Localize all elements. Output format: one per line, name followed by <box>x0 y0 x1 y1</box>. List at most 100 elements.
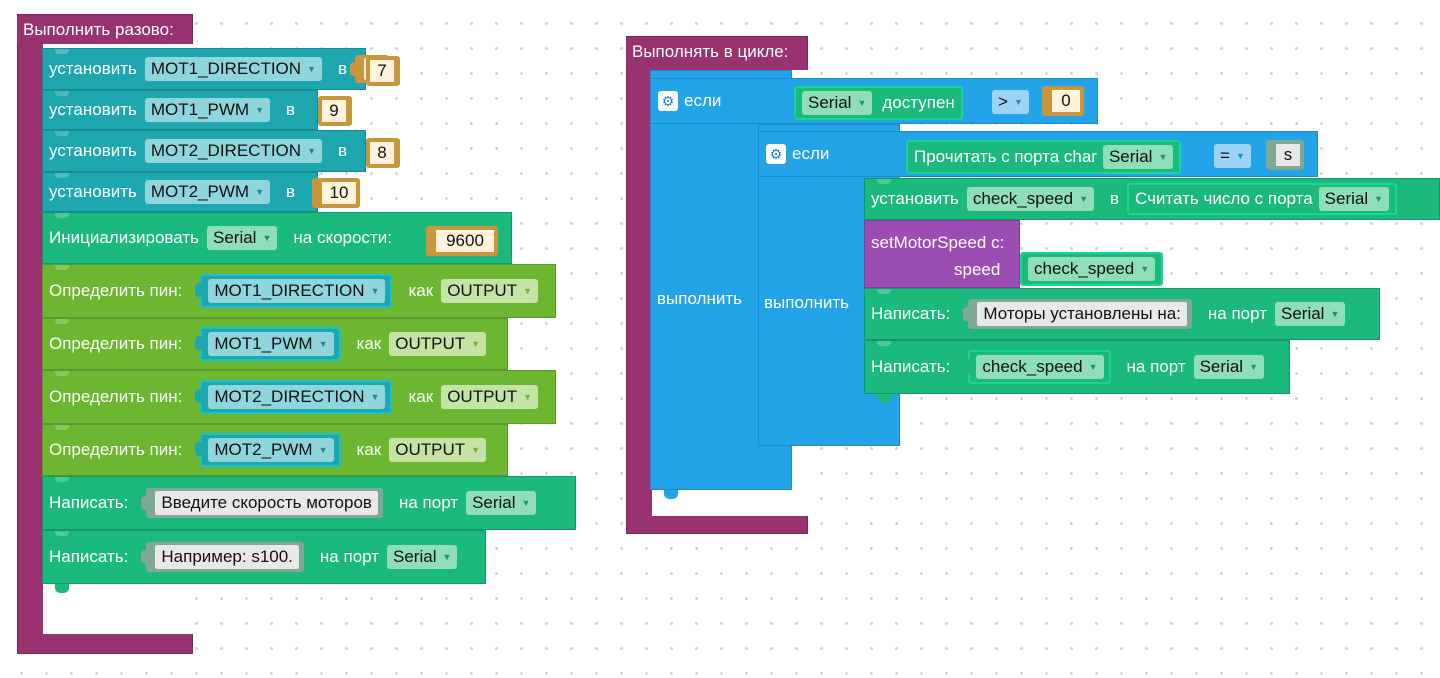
pin-mode-block[interactable]: Определить пин: MOT2_DIRECTION▼ как OUTP… <box>42 370 556 424</box>
number-value[interactable]: 0 <box>1052 90 1080 112</box>
to-port-label: на порт <box>319 547 380 566</box>
chevron-down-icon: ▼ <box>1013 97 1023 107</box>
pin-mode-dropdown[interactable]: OUTPUT▼ <box>389 438 487 462</box>
char-value[interactable]: s <box>1276 144 1300 166</box>
number-value[interactable]: 10 <box>322 182 356 204</box>
serial-port-dropdown[interactable]: Serial▼ <box>802 91 873 115</box>
to-port-label: на порт <box>1126 357 1186 376</box>
as-keyword: как <box>408 281 434 300</box>
serial-print-block[interactable]: Написать: Введите скорость моторов на по… <box>42 476 576 530</box>
number-value[interactable]: 9 <box>322 100 346 122</box>
text-block[interactable]: Введите скорость моторов <box>141 488 383 518</box>
block-connector <box>878 394 892 403</box>
set-motor-speed-block[interactable] <box>864 220 1020 288</box>
variable-dropdown[interactable]: check_speed▼ <box>976 355 1104 379</box>
serial-port-dropdown[interactable]: Serial▼ <box>1193 355 1264 379</box>
operator-dropdown[interactable]: >▼ <box>992 90 1029 114</box>
variable-block[interactable]: check_speed▼ <box>963 350 1111 384</box>
block-connector <box>55 584 69 593</box>
chevron-down-icon: ▼ <box>1330 309 1340 319</box>
set-block-mot2-pwm[interactable]: установить MOT2_PWM▼ в <box>42 172 318 212</box>
as-keyword: как <box>356 334 382 353</box>
variable-dropdown[interactable]: check_speed▼ <box>966 187 1094 211</box>
chevron-down-icon: ▼ <box>307 64 316 74</box>
pin-variable-block[interactable]: MOT2_DIRECTION▼ <box>195 380 393 414</box>
variable-dropdown[interactable]: MOT2_DIRECTION▼ <box>144 139 322 163</box>
chevron-down-icon: ▼ <box>471 445 481 455</box>
serial-parse-int-block[interactable]: Считать число с порта Serial▼ <box>1127 183 1398 215</box>
print-label: Написать: <box>49 493 129 512</box>
pin-dropdown[interactable]: MOT2_PWM▼ <box>208 438 334 462</box>
compare-op[interactable]: =▼ <box>1214 144 1251 168</box>
gear-icon[interactable]: ⚙ <box>766 144 786 164</box>
pin-variable-block[interactable]: MOT2_PWM▼ <box>195 433 341 467</box>
number-value[interactable]: 7 <box>370 60 394 82</box>
chevron-down-icon: ▼ <box>521 498 531 508</box>
compare-op[interactable]: >▼ <box>992 90 1029 114</box>
set-check-speed-block[interactable]: установить check_speed▼ в Считать число … <box>864 178 1440 220</box>
print-label: Написать: <box>49 547 129 566</box>
pin-dropdown[interactable]: MOT2_DIRECTION▼ <box>208 385 386 409</box>
serial-print-block[interactable]: Написать: Например: s100. на порт Serial… <box>42 530 486 584</box>
speed-variable-block[interactable]: check_speed▼ <box>1020 252 1164 286</box>
chevron-down-icon: ▼ <box>1140 264 1150 274</box>
variable-dropdown[interactable]: MOT1_DIRECTION▼ <box>144 57 322 81</box>
text-field[interactable]: Моторы установлены на: <box>977 302 1187 326</box>
serial-port-dropdown[interactable]: Serial▼ <box>1102 145 1174 169</box>
serial-port-dropdown[interactable]: Serial▼ <box>1318 187 1390 211</box>
chevron-down-icon: ▼ <box>1374 194 1384 204</box>
serial-port-dropdown[interactable]: Serial▼ <box>206 226 278 250</box>
print-label: Написать: <box>871 304 951 323</box>
pin-variable-block[interactable]: MOT1_DIRECTION▼ <box>195 274 393 308</box>
chevron-down-icon: ▼ <box>857 98 867 108</box>
pin-mode-block[interactable]: Определить пин: MOT1_DIRECTION▼ как OUTP… <box>42 264 556 318</box>
pin-variable-block[interactable]: MOT1_PWM▼ <box>195 327 341 361</box>
chevron-down-icon: ▼ <box>255 105 265 115</box>
pin-mode-dropdown[interactable]: OUTPUT▼ <box>389 332 487 356</box>
as-keyword: как <box>408 387 434 406</box>
serial-print-block[interactable]: Написать: Моторы установлены на: на порт… <box>864 288 1380 340</box>
chevron-down-icon: ▼ <box>262 233 272 243</box>
serial-port-dropdown[interactable]: Serial▼ <box>1274 302 1346 326</box>
set-keyword: установить <box>871 189 959 208</box>
pin-mode-label: Определить пин: <box>49 334 183 353</box>
speed-param-label: speed <box>954 260 1001 279</box>
pin-mode-label: Определить пин: <box>49 387 183 406</box>
pin-mode-label: Определить пин: <box>49 281 183 300</box>
variable-dropdown[interactable]: check_speed▼ <box>1028 257 1156 281</box>
serial-print-block[interactable]: Написать: check_speed▼ на порт Serial▼ <box>864 340 1290 394</box>
chevron-down-icon: ▼ <box>523 286 532 296</box>
variable-dropdown[interactable]: MOT1_PWM▼ <box>144 98 271 122</box>
pin-mode-dropdown[interactable]: OUTPUT▼ <box>441 279 538 303</box>
serial-read-char-block[interactable]: Прочитать с порта char Serial▼ <box>906 140 1182 174</box>
baud-rate-value[interactable]: 9600 <box>436 230 494 252</box>
number-value[interactable]: 8 <box>370 142 394 164</box>
set-keyword: установить <box>49 59 137 78</box>
text-block[interactable]: Моторы установлены на: <box>963 299 1192 329</box>
chevron-down-icon: ▼ <box>307 146 316 156</box>
serial-port-dropdown[interactable]: Serial▼ <box>387 545 458 569</box>
motor-speed-label: setMotorSpeed c: <box>871 233 1005 252</box>
gear-icon[interactable]: ⚙ <box>658 91 678 111</box>
operator-dropdown[interactable]: =▼ <box>1214 144 1251 168</box>
text-field[interactable]: Например: s100. <box>155 545 299 569</box>
pin-dropdown[interactable]: MOT1_DIRECTION▼ <box>208 279 386 303</box>
pin-mode-block[interactable]: Определить пин: MOT2_PWM▼ как OUTPUT▼ <box>42 424 508 476</box>
set-block-mot2-direction[interactable]: установить MOT2_DIRECTION▼ в <box>42 130 366 172</box>
pin-mode-dropdown[interactable]: OUTPUT▼ <box>441 385 538 409</box>
chevron-down-icon: ▼ <box>1235 151 1245 161</box>
variable-dropdown[interactable]: MOT2_PWM▼ <box>144 180 271 204</box>
serial-port-dropdown[interactable]: Serial▼ <box>466 491 537 515</box>
set-block-mot1-direction[interactable]: установить MOT1_DIRECTION▼ в 7 <box>42 48 390 90</box>
serial-available-block[interactable]: Serial▼ доступен <box>794 86 963 120</box>
to-keyword: в <box>337 59 348 78</box>
pin-dropdown[interactable]: MOT1_PWM▼ <box>208 332 334 356</box>
set-block-mot1-pwm[interactable]: установить MOT1_PWM▼ в <box>42 90 318 130</box>
text-block[interactable]: Например: s100. <box>141 542 304 572</box>
chevron-down-icon: ▼ <box>1158 152 1168 162</box>
if-header: ⚙ если <box>766 144 829 164</box>
to-keyword: в <box>1109 189 1120 208</box>
text-field[interactable]: Введите скорость моторов <box>155 491 378 515</box>
pin-mode-block[interactable]: Определить пин: MOT1_PWM▼ как OUTPUT▼ <box>42 318 508 370</box>
if-header: ⚙ если <box>658 91 721 111</box>
